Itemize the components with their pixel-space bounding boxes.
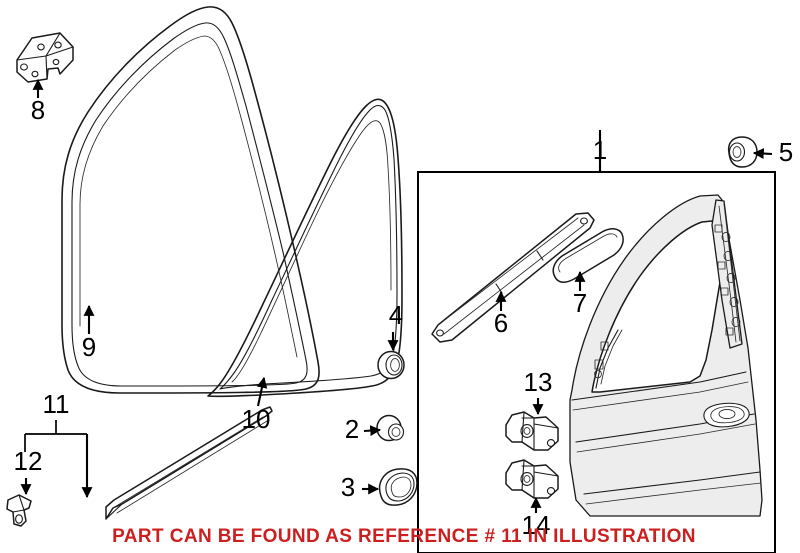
callout-label-8: 8: [31, 95, 45, 125]
door-weatherstrip-inner: [207, 98, 403, 398]
callout-label-3: 3: [341, 472, 355, 502]
reference-banner-text: PART CAN BE FOUND AS REFERENCE # 11 IN I…: [112, 526, 696, 547]
door-hinge-upper: [505, 411, 559, 451]
leader-lines: [20, 78, 773, 513]
callout-label-13: 13: [524, 367, 553, 397]
round-grommet: [377, 350, 405, 380]
callout-label-10: 10: [242, 404, 271, 434]
callout-label-12: 12: [14, 446, 43, 476]
door-handle-recess: [703, 402, 750, 428]
assembly-box: [417, 171, 776, 553]
callout-label-5: 5: [779, 137, 793, 167]
door-shell: [569, 194, 763, 517]
oval-grommet: [378, 468, 418, 506]
callout-label-7: 7: [573, 288, 587, 318]
window-run-clips: [714, 224, 741, 336]
body-side-molding: [105, 406, 273, 520]
callout-labels: 1 2 3 4 5 6 7 8 9 10 11 12 13 14: [14, 95, 794, 540]
molding-retainer-clip: [6, 494, 32, 527]
door-check-bracket: [16, 32, 74, 83]
round-plug-small: [376, 414, 405, 442]
callout-label-11: 11: [43, 389, 70, 419]
callout-label-9: 9: [82, 332, 96, 362]
callout-label-1: 1: [593, 135, 607, 165]
door-pad-seal: [552, 228, 624, 283]
side-impact-beam: [431, 212, 595, 343]
door-hinge-lower: [505, 459, 559, 499]
callout-label-14: 14: [522, 510, 551, 540]
mirror-mount-detail: [594, 329, 623, 389]
callout-label-4: 4: [389, 300, 403, 330]
callout-label-2: 2: [345, 414, 359, 444]
cap-plug: [727, 136, 758, 168]
callout-label-6: 6: [494, 308, 508, 338]
door-weatherstrip-outer: [61, 6, 320, 394]
